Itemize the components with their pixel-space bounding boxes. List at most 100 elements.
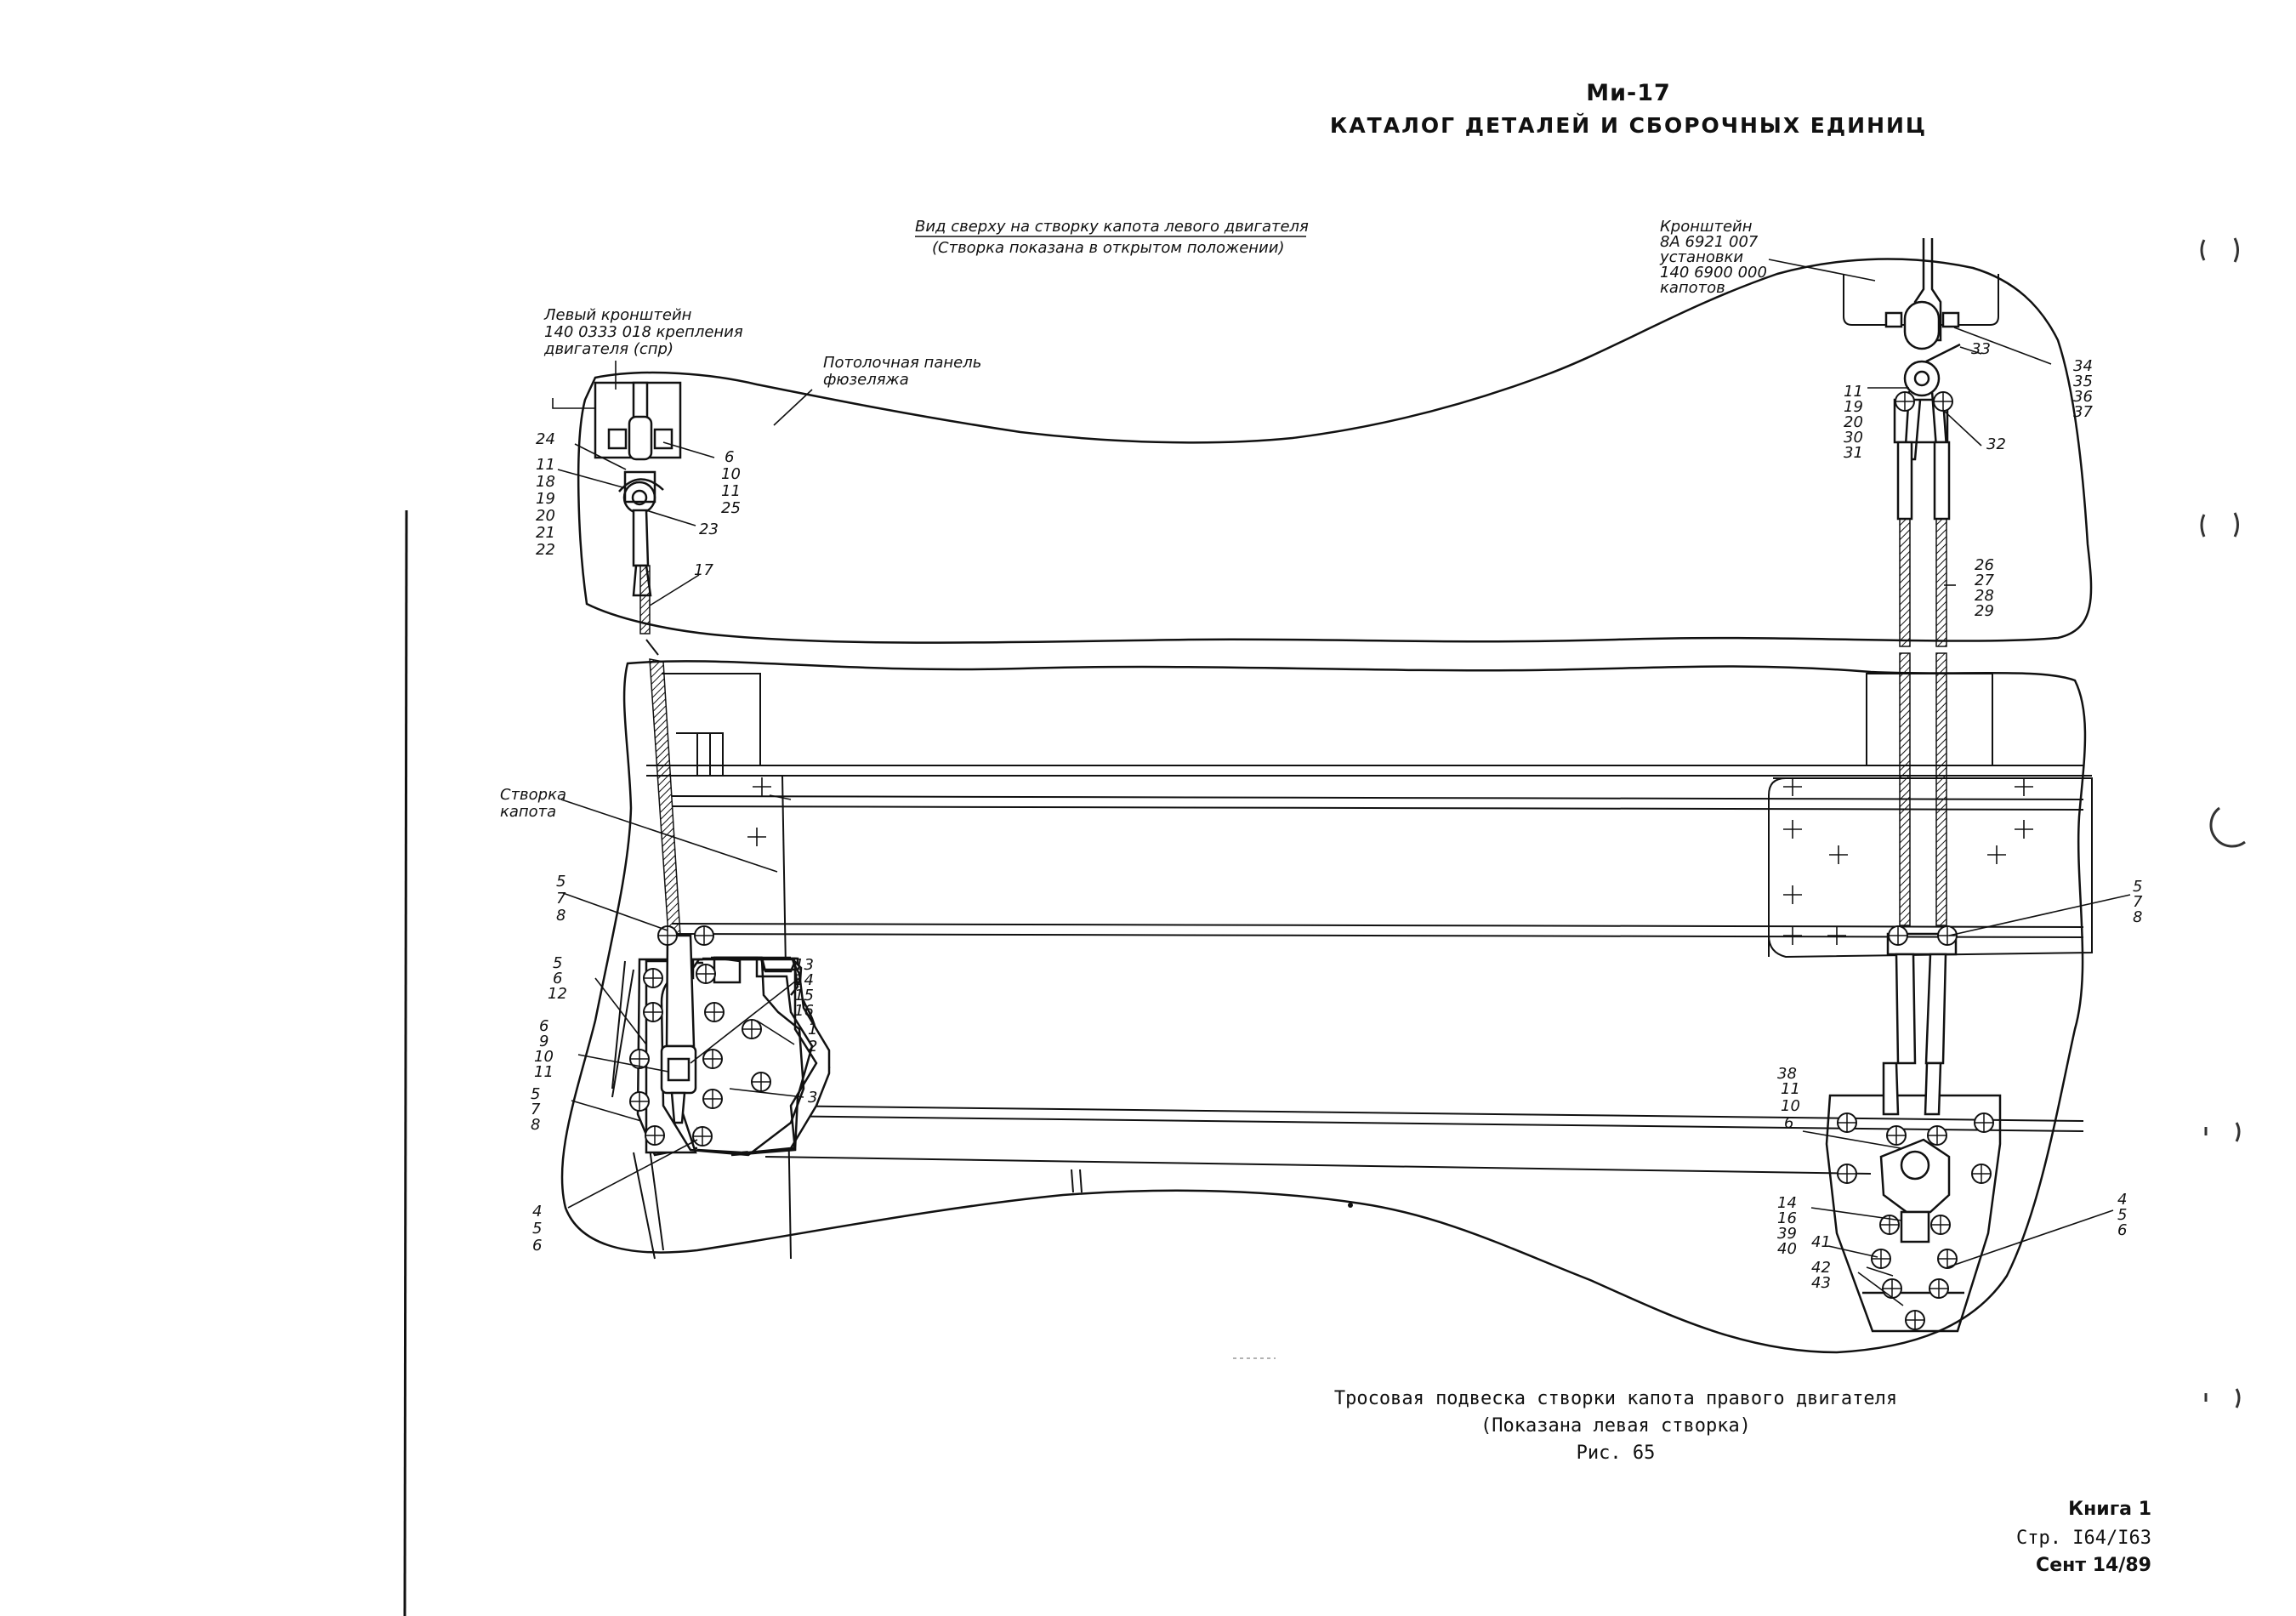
footer-date: Сент 14/89: [2036, 1555, 2151, 1576]
callout-5: 5: [2117, 1206, 2127, 1224]
callout-36: 36: [2073, 388, 2093, 406]
left-upper-bracket: [594, 381, 682, 597]
left-flap-cable: [649, 658, 681, 936]
callout-5: 5: [2133, 878, 2142, 896]
callout-31: 31: [1844, 444, 1863, 462]
speck: [1348, 1203, 1353, 1208]
callout-16: 16: [1777, 1209, 1797, 1227]
callout-18: 18: [536, 473, 555, 491]
callout-28: 28: [1975, 587, 1994, 605]
callout-15: 15: [794, 987, 814, 1004]
callout-13: 13: [794, 956, 814, 974]
right-lower-plate: [1825, 1061, 2002, 1333]
callout-10: 10: [1781, 1097, 1800, 1115]
callout-2: 2: [808, 1038, 817, 1056]
right-upper-cable-left: [1899, 518, 1911, 647]
callout-24: 24: [536, 430, 555, 448]
left-upper-cable: [639, 565, 651, 634]
callout-5: 5: [532, 1220, 542, 1238]
left-bracket-note-line3: двигателя (спр): [543, 340, 673, 358]
left-cable-fitting: [660, 934, 697, 1124]
callout-8: 8: [531, 1116, 540, 1134]
callout-29: 29: [1975, 602, 1994, 620]
callout-11: 11: [1781, 1080, 1800, 1098]
callout-20: 20: [536, 507, 555, 525]
callout-39: 39: [1777, 1225, 1797, 1243]
callout-14: 14: [794, 971, 814, 989]
callout-37: 37: [2073, 403, 2093, 421]
callout-12: 12: [548, 985, 567, 1003]
binder-holes: [2200, 237, 2246, 1408]
callout-20: 20: [1844, 413, 1863, 431]
callout-11: 11: [721, 482, 741, 500]
footer-book: Книга 1: [2068, 1499, 2151, 1520]
callout-22: 22: [536, 541, 555, 559]
callout-10: 10: [721, 465, 741, 483]
flap-note-line2: капота: [500, 803, 556, 821]
callout-11: 11: [536, 456, 555, 474]
callout-16: 16: [794, 1002, 814, 1020]
figure-caption-title: Тросовая подвеска створки капота правого…: [1333, 1388, 1898, 1409]
left-flap-crosses: [747, 777, 772, 847]
ceiling-panel-note-line2: фюзеляжа: [823, 371, 909, 389]
callout-19: 19: [1844, 398, 1863, 416]
callout-6: 6: [539, 1017, 548, 1035]
figure-number: Рис. 65: [1576, 1442, 1656, 1464]
callout-5: 5: [531, 1085, 540, 1103]
document-title: Ми-17: [1586, 80, 1671, 106]
right-upper-bracket: [1884, 238, 1961, 521]
callout-21: 21: [536, 524, 555, 542]
callout-7: 7: [2133, 893, 2143, 911]
callout-7: 7: [531, 1101, 541, 1118]
cowl-flap-outline: [560, 660, 2087, 1354]
callout-38: 38: [1777, 1065, 1797, 1083]
callout-6: 6: [553, 970, 562, 987]
callout-41: 41: [1811, 1233, 1831, 1251]
cable-break-line: [645, 639, 659, 656]
callout-10: 10: [534, 1048, 554, 1066]
callout-5: 5: [556, 873, 565, 891]
callout-30: 30: [1844, 429, 1863, 447]
bracket-note-line5: капотов: [1660, 279, 1725, 297]
callout-6: 6: [532, 1237, 542, 1255]
callout-32: 32: [1986, 435, 2006, 453]
callout-33: 33: [1971, 340, 1991, 358]
flap-structure: [611, 274, 2093, 1260]
callout-6: 6: [2117, 1221, 2127, 1239]
left-bracket-note-line1: Левый кронштейн: [543, 306, 692, 324]
right-middle-bolts: [1888, 925, 1958, 946]
top-view-note-line1: Вид сверху на створку капота левого двиг…: [915, 218, 1309, 236]
callout-5: 5: [553, 954, 562, 972]
callout-9: 9: [539, 1033, 548, 1050]
bracket-note-line2: 8А 6921 007: [1660, 233, 1759, 251]
callout-3: 3: [808, 1089, 817, 1107]
callout-4: 4: [532, 1203, 542, 1221]
callout-6: 6: [1784, 1114, 1793, 1132]
right-lower-cable-right: [1935, 652, 1947, 926]
callout-17: 17: [694, 561, 713, 579]
callout-43: 43: [1811, 1274, 1831, 1292]
left-fitting-outer: [711, 956, 818, 1157]
callout-8: 8: [556, 907, 565, 925]
bracket-note-line4: 140 6900 000: [1660, 264, 1767, 282]
document-subtitle: КАТАЛОГ ДЕТАЛЕЙ И СБОРОЧНЫХ ЕДИНИЦ: [1329, 113, 1928, 138]
right-middle-fitting: [1886, 932, 1958, 1065]
callout-11: 11: [534, 1063, 554, 1081]
right-lower-cable-left: [1899, 652, 1911, 926]
callout-42: 42: [1811, 1259, 1831, 1277]
callout-27: 27: [1975, 572, 1994, 589]
leader-lines: [552, 259, 2131, 1306]
callout-26: 26: [1975, 556, 1994, 574]
callout-25: 25: [721, 499, 741, 517]
callout-4: 4: [2117, 1191, 2127, 1209]
callout-1: 1: [808, 1021, 817, 1038]
ceiling-panel-note-line1: Потолочная панель: [823, 354, 981, 372]
callout-23: 23: [699, 521, 719, 538]
binding-margin-line: [403, 509, 408, 1616]
callout-19: 19: [536, 490, 555, 508]
top-view-note-line2: (Створка показана в открытом положении): [932, 239, 1284, 257]
callout-34: 34: [2073, 357, 2093, 375]
footer-page: Стр. I64/I63: [2016, 1528, 2151, 1549]
right-upper-cable-right: [1935, 518, 1947, 647]
